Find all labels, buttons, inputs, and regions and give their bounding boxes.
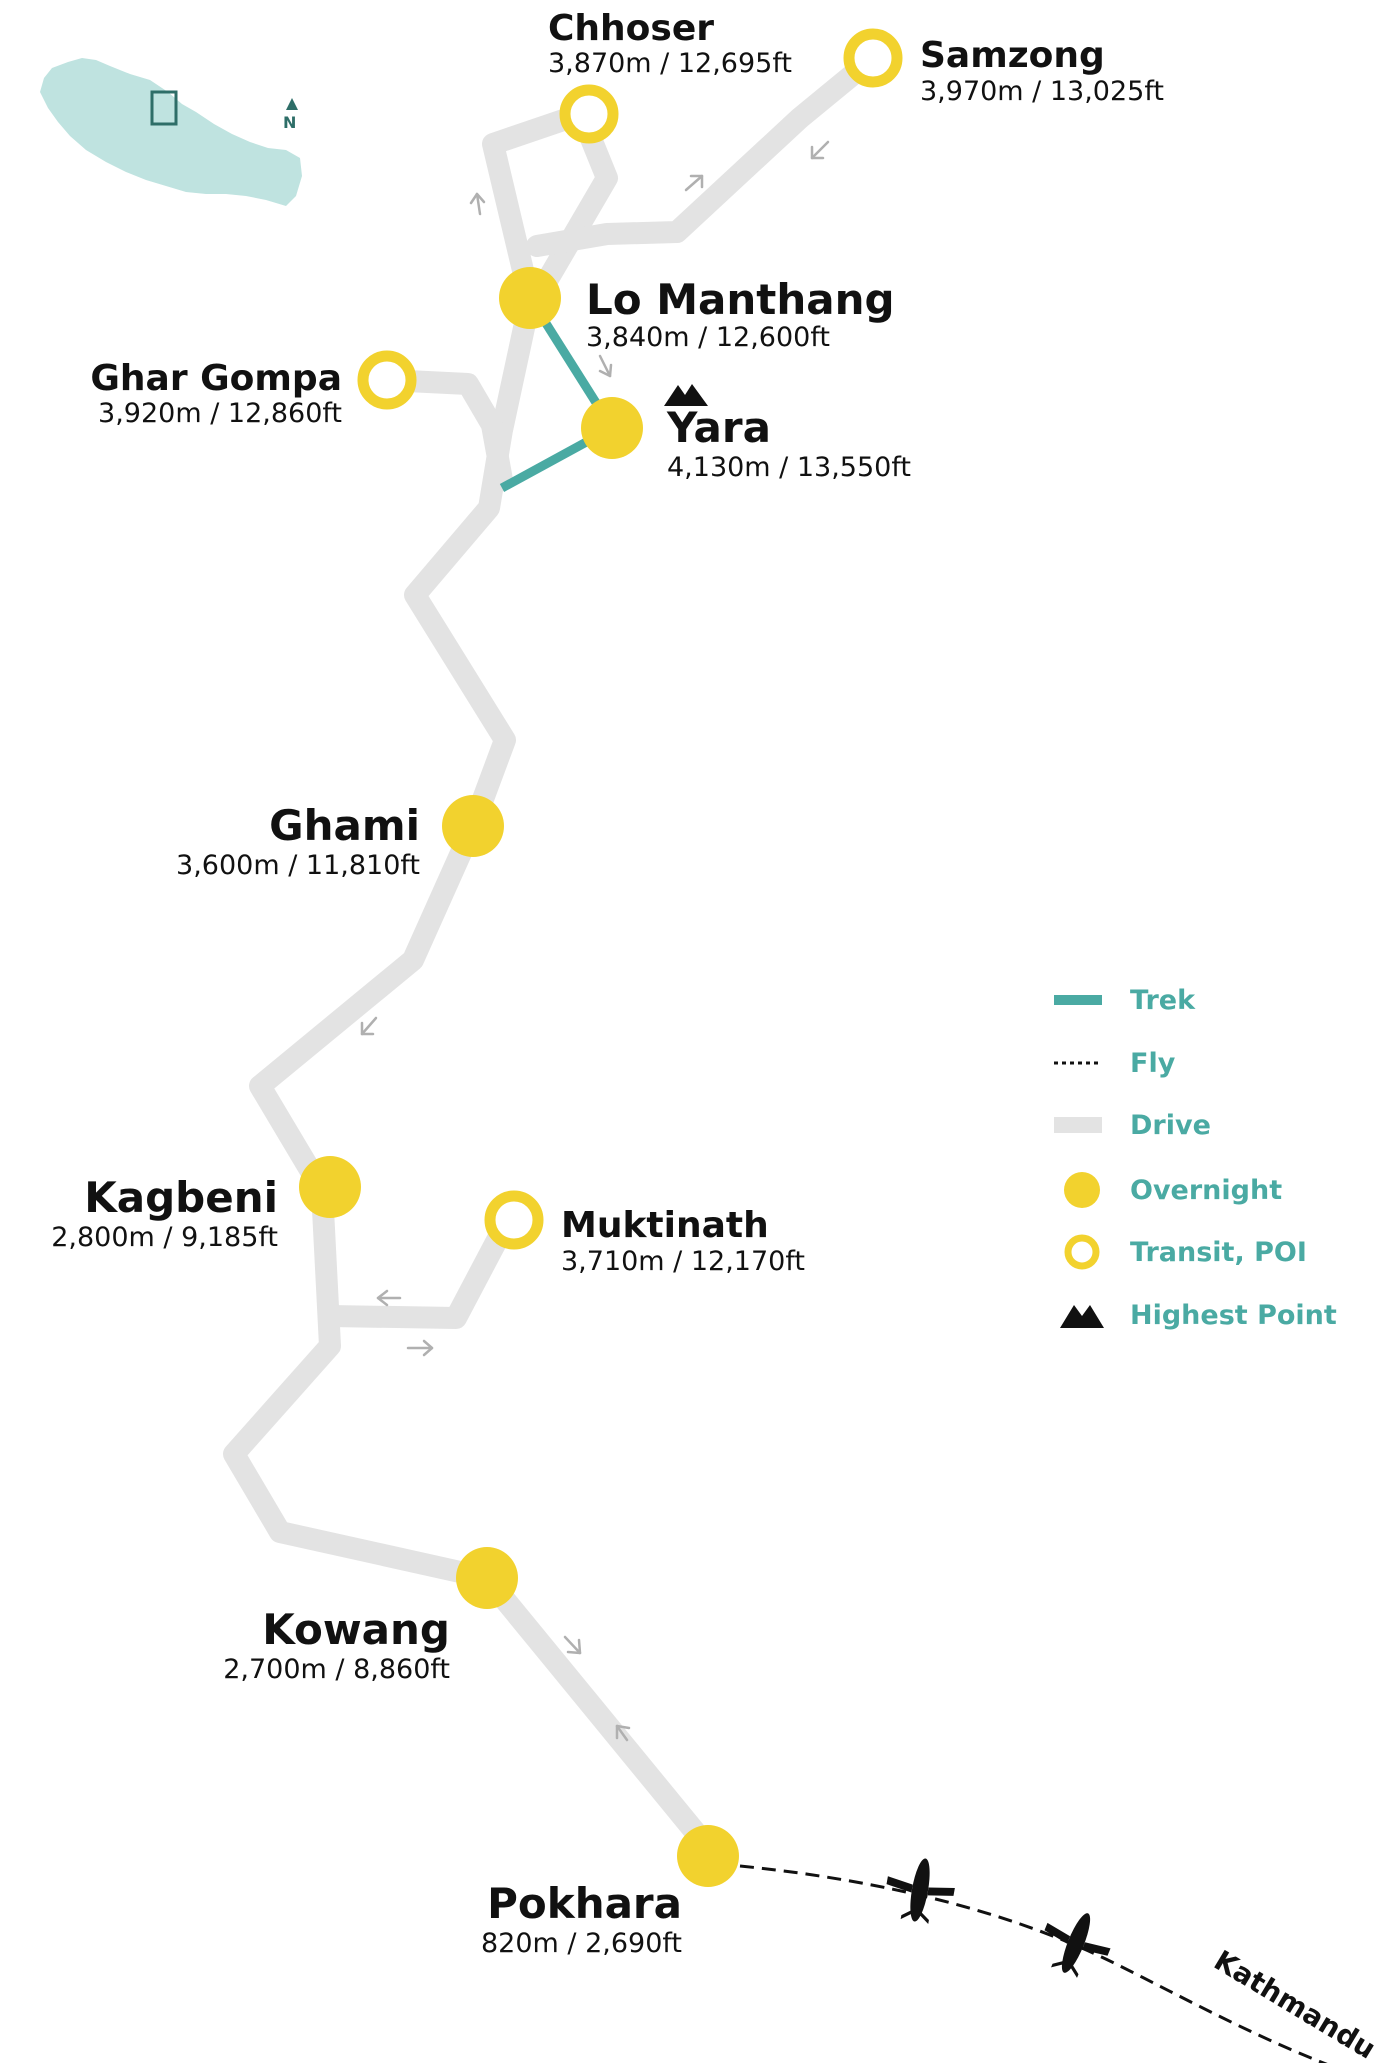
place-elevation-muktinath: 3,710m / 12,170ft xyxy=(561,1246,805,1277)
arrow-icon xyxy=(615,1724,631,1742)
legend-highest-label: Highest Point xyxy=(1130,1300,1337,1331)
marker-samzong-ring xyxy=(843,28,903,88)
region-frame-icon xyxy=(150,90,178,126)
place-markers xyxy=(299,28,903,1887)
marker-ghar-gompa-ring xyxy=(357,350,417,410)
airplane-icon xyxy=(886,1858,955,1924)
destination-label: Kathmandu xyxy=(1208,1944,1381,2063)
legend-transit-label: Transit, POI xyxy=(1130,1237,1307,1268)
place-name-ghar-gompa: Ghar Gompa xyxy=(90,358,342,399)
place-name-kagbeni: Kagbeni xyxy=(84,1173,278,1222)
arrow-icon xyxy=(469,192,486,216)
legend-transit-symbol xyxy=(1064,1234,1100,1270)
place-elevation-ghar-gompa: 3,920m / 12,860ft xyxy=(98,398,342,429)
drive-route-samzong xyxy=(526,47,884,257)
place-name-yara: Yara xyxy=(666,403,771,452)
airplane-icon xyxy=(1044,1913,1111,1978)
place-name-chhoser: Chhoser xyxy=(548,8,714,49)
drive-route-muktinath xyxy=(319,1197,525,1329)
marker-kagbeni xyxy=(299,1156,361,1218)
place-name-muktinath: Muktinath xyxy=(561,1205,769,1246)
drive-route-ghar-gompa xyxy=(376,369,513,491)
arrow-icon xyxy=(810,140,830,160)
arrow-icon xyxy=(563,1635,582,1655)
place-elevation-yara: 4,130m / 13,550ft xyxy=(667,452,911,483)
place-elevation-kagbeni: 2,800m / 9,185ft xyxy=(51,1222,278,1253)
legend-mountain-icon xyxy=(1060,1305,1104,1328)
marker-muktinath-ring xyxy=(484,1190,544,1250)
highest-point-mountain-icon xyxy=(664,384,708,406)
marker-pokhara xyxy=(677,1825,739,1887)
place-labels: Chhoser 3,870m / 12,695ft Samzong 3,970m… xyxy=(51,8,1164,1959)
legend-overnight-symbol xyxy=(1064,1172,1100,1208)
marker-kowang xyxy=(456,1547,518,1609)
place-name-ghami: Ghami xyxy=(269,801,420,850)
flight-route xyxy=(739,1864,1328,2063)
legend: Trek Fly Drive Overnight Transit, POI Hi… xyxy=(1054,985,1337,1331)
arrow-icon xyxy=(376,1289,402,1307)
place-elevation-samzong: 3,970m / 13,025ft xyxy=(920,76,1164,107)
legend-trek-label: Trek xyxy=(1130,985,1196,1016)
north-label: N xyxy=(283,113,296,132)
place-elevation-pokhara: 820m / 2,690ft xyxy=(481,1928,682,1959)
marker-ghami xyxy=(442,795,504,857)
nepal-inset-map: N xyxy=(40,58,302,206)
north-arrow-icon xyxy=(286,98,298,110)
arrow-icon xyxy=(598,354,613,378)
place-elevation-chhoser: 3,870m / 12,695ft xyxy=(548,48,792,79)
place-elevation-lo-manthang: 3,840m / 12,600ft xyxy=(586,322,830,353)
arrow-icon xyxy=(684,174,704,192)
place-name-pokhara: Pokhara xyxy=(487,1879,682,1928)
arrow-icon xyxy=(406,1339,434,1357)
marker-chhoser-ring xyxy=(559,84,619,144)
legend-overnight-label: Overnight xyxy=(1130,1175,1282,1206)
place-elevation-ghami: 3,600m / 11,810ft xyxy=(176,850,420,881)
place-name-lo-manthang: Lo Manthang xyxy=(586,275,895,324)
place-elevation-kowang: 2,700m / 8,860ft xyxy=(223,1654,450,1685)
legend-drive-label: Drive xyxy=(1130,1110,1211,1141)
drive-route-main xyxy=(223,103,721,1861)
nepal-outline-shape xyxy=(40,58,302,206)
direction-arrows xyxy=(360,140,830,1742)
legend-fly-label: Fly xyxy=(1130,1048,1176,1079)
marker-lo-manthang xyxy=(499,267,561,329)
place-name-kowang: Kowang xyxy=(262,1605,450,1654)
arrow-icon xyxy=(360,1016,378,1036)
drive-routes xyxy=(223,47,884,1861)
place-name-samzong: Samzong xyxy=(920,35,1105,76)
marker-yara xyxy=(581,397,643,459)
